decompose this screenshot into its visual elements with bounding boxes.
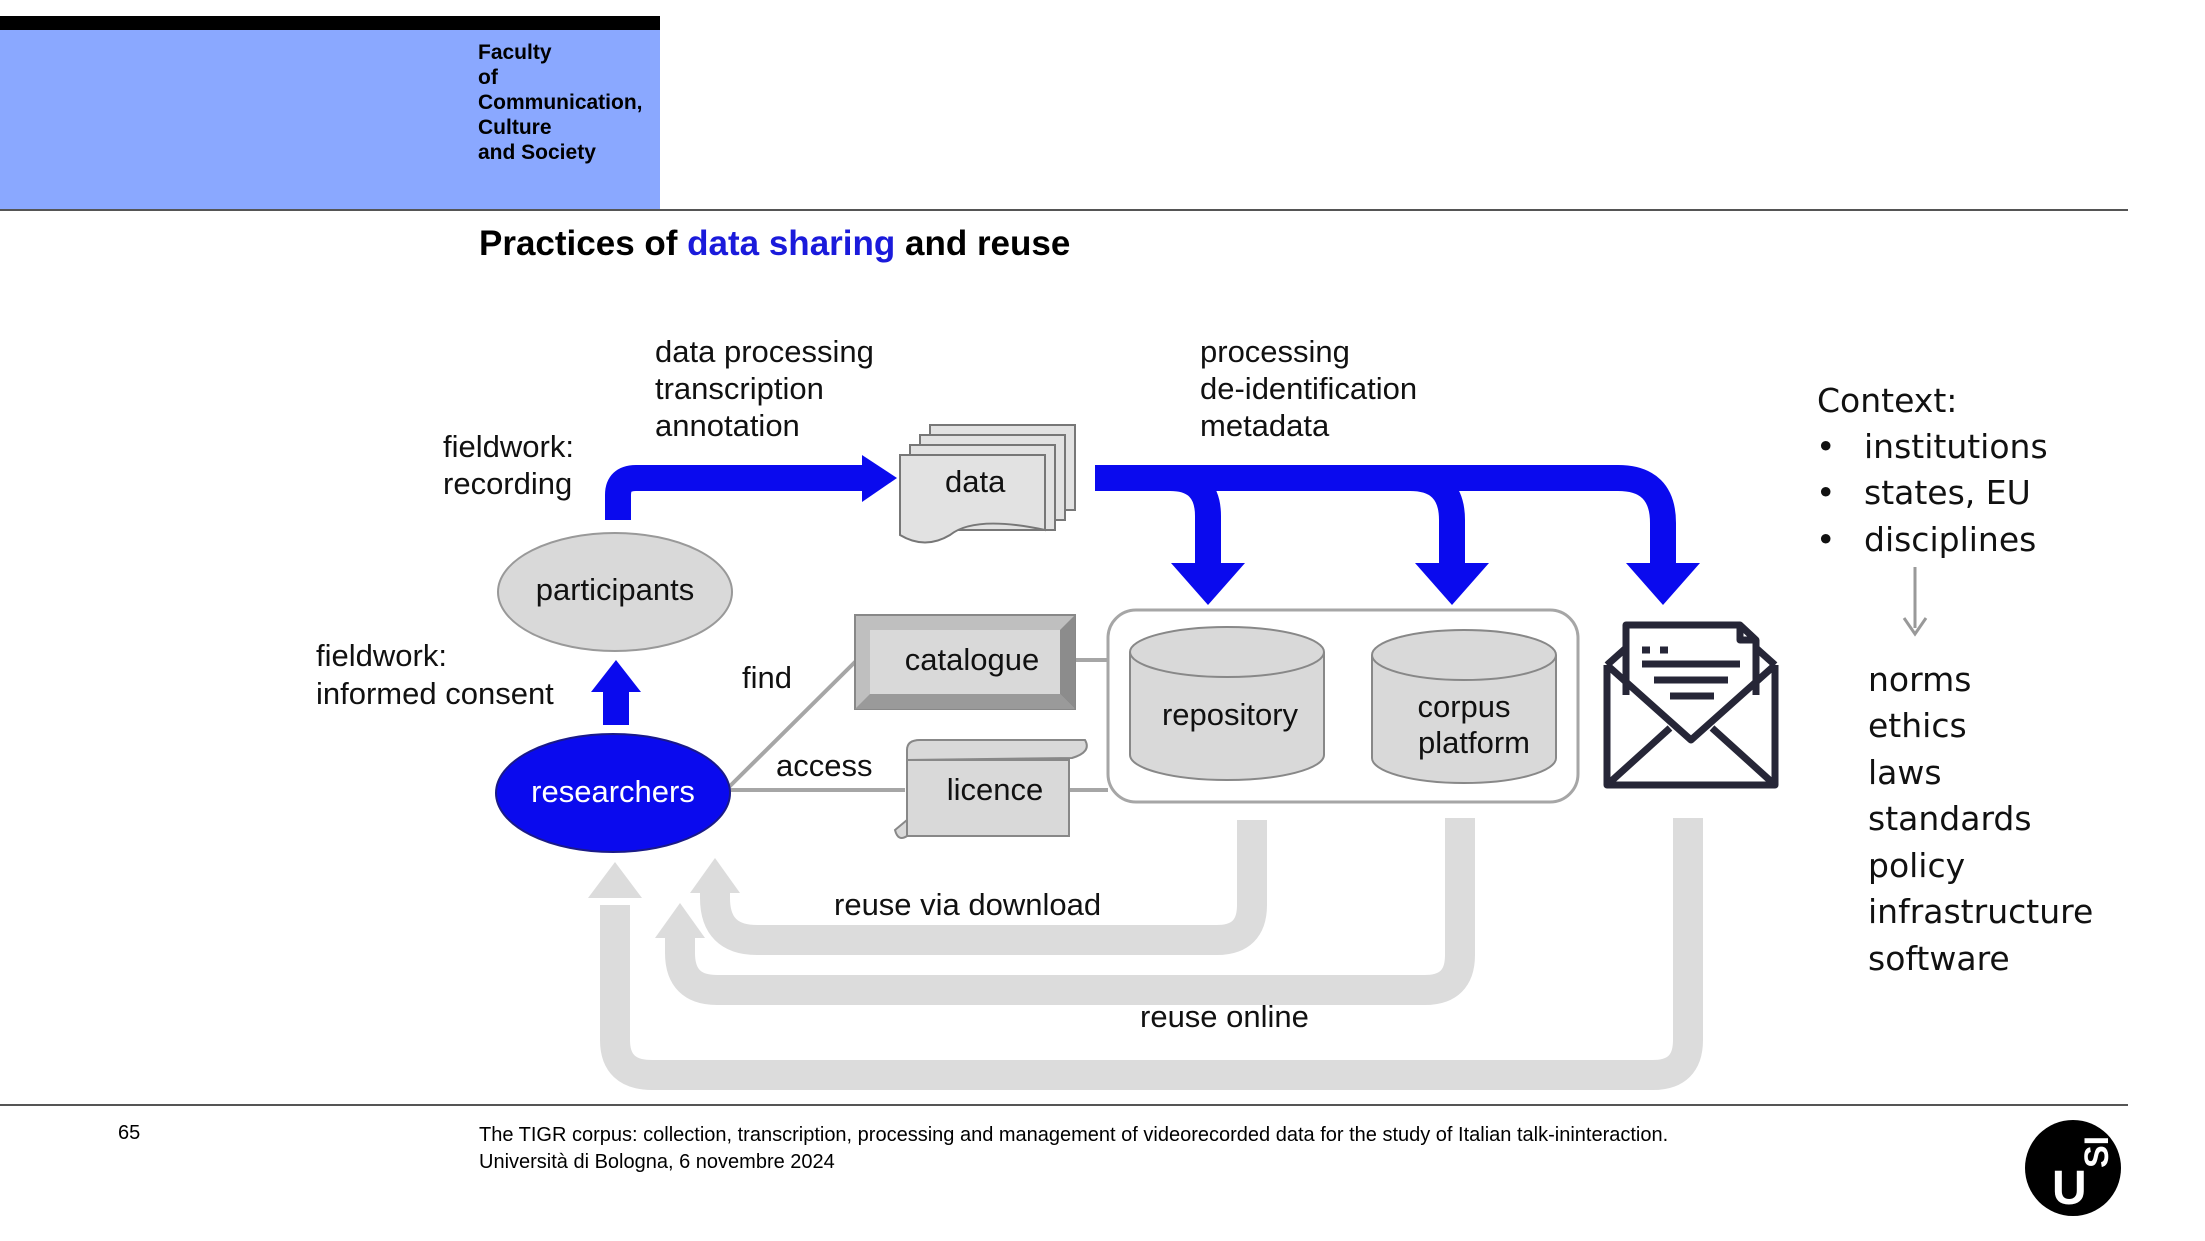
header-black-bar: [0, 16, 660, 30]
fieldwork-consent-label: informed consent: [316, 676, 554, 711]
logo-letter: SI: [2078, 1136, 2116, 1168]
arrowhead-right: [862, 455, 897, 502]
context-outcomes: norms ethics laws standards policy infra…: [1868, 660, 2093, 978]
envelope-icon: [1603, 621, 1779, 789]
blue-arrows: [603, 465, 1676, 725]
data-label: data: [945, 464, 1006, 499]
context-arrow: [1902, 567, 1928, 637]
logo-letter: U: [2052, 1162, 2087, 1215]
faculty-line: Faculty: [478, 41, 552, 64]
context-bullet: disciplines: [1864, 520, 2036, 559]
outcome-item: norms: [1868, 660, 1971, 699]
recording-arrow: [605, 465, 868, 520]
context-bullet: institutions: [1864, 427, 2048, 466]
licence-scroll: [893, 739, 1088, 839]
reuse-platform-arrow: [665, 818, 1475, 1005]
data-document-stack: [899, 424, 1076, 544]
repository-cylinder: [1129, 626, 1325, 781]
reuse-download-label: reuse via download: [834, 887, 1101, 922]
arrowhead-up: [690, 858, 740, 893]
usi-logo: U SI: [2025, 1120, 2121, 1216]
title-part: and reuse: [895, 224, 1071, 263]
data-processing-label: annotation: [655, 408, 800, 443]
access-label: access: [776, 748, 872, 783]
reuse-online-arrow: [600, 818, 1703, 1090]
arrowhead-down: [1415, 563, 1489, 605]
data-processing-label: transcription: [655, 371, 824, 406]
corpus-platform-cylinder: [1371, 629, 1557, 784]
catalogue-label: catalogue: [905, 642, 1039, 677]
context-bullets: • institutions • states, EU • discipline…: [1816, 427, 2048, 559]
context-heading: Context:: [1817, 381, 1957, 420]
arrowhead-down: [1171, 563, 1245, 605]
arrowhead-up: [591, 660, 641, 692]
bullet-dot: •: [1816, 427, 1835, 466]
faculty-name: Faculty of Communication, Culture and So…: [478, 40, 643, 165]
context-bullet: states, EU: [1864, 473, 2031, 512]
researchers-label: researchers: [531, 774, 695, 809]
to-email-arrow: [1410, 465, 1676, 565]
title-highlight: data sharing: [687, 224, 896, 263]
faculty-line: Communication,: [478, 91, 643, 114]
faculty-line: Culture: [478, 116, 552, 139]
researchers-ellipse: [495, 733, 731, 853]
footer-line: The TIGR corpus: collection, transcripti…: [479, 1124, 1669, 1146]
fieldwork-consent-label: fieldwork:: [316, 638, 447, 673]
data-processing-label: data processing: [655, 334, 874, 369]
outcome-item: software: [1868, 939, 2010, 978]
repository-label: repository: [1162, 697, 1299, 732]
blue-arrowheads: [591, 455, 1700, 692]
participants-ellipse: [497, 532, 733, 652]
faculty-line: and Society: [478, 141, 596, 164]
arrowhead-up: [655, 903, 705, 938]
licence-label: licence: [947, 772, 1044, 807]
outcome-item: ethics: [1868, 706, 1967, 745]
find-label: find: [742, 660, 792, 695]
outcome-item: policy: [1868, 846, 1965, 885]
footer-line: Università di Bologna, 6 novembre 2024: [479, 1151, 835, 1173]
faculty-line: of: [478, 66, 498, 89]
fieldwork-recording-label: fieldwork:: [443, 429, 574, 464]
title-part: Practices of: [479, 224, 688, 263]
reuse-download-arrow: [700, 820, 1267, 955]
processing-steps-label: metadata: [1200, 408, 1330, 443]
processing-steps-label: de-identification: [1200, 371, 1417, 406]
reuse-arrows: [600, 818, 1703, 1090]
outcome-item: standards: [1868, 799, 2032, 838]
fieldwork-recording-label: recording: [443, 466, 572, 501]
slide-title: Practices of data sharing and reuse: [479, 224, 1070, 264]
faculty-banner: [0, 30, 660, 209]
participants-label: participants: [536, 572, 695, 607]
to-repository-arrow: [1095, 465, 1221, 565]
bullet-dot: •: [1816, 473, 1835, 512]
catalogue-box: [854, 614, 1076, 710]
footer-citation: The TIGR corpus: collection, transcripti…: [479, 1122, 1668, 1176]
header-divider: [0, 209, 2128, 211]
outcome-item: infrastructure: [1868, 892, 2093, 931]
arrowhead-down: [1626, 563, 1700, 605]
corpus-platform-label: platform: [1418, 725, 1530, 760]
arrowhead-up: [588, 862, 642, 898]
processing-steps-label: processing: [1200, 334, 1350, 369]
slide-number: 65: [118, 1122, 141, 1144]
footer-divider: [0, 1104, 2128, 1106]
outcome-item: laws: [1868, 753, 1942, 792]
reuse-online-label: reuse online: [1140, 999, 1309, 1034]
bullet-dot: •: [1816, 520, 1835, 559]
connectors: [727, 658, 1108, 792]
reuse-arrowheads: [588, 858, 740, 938]
corpus-platform-label: corpus: [1417, 689, 1510, 724]
